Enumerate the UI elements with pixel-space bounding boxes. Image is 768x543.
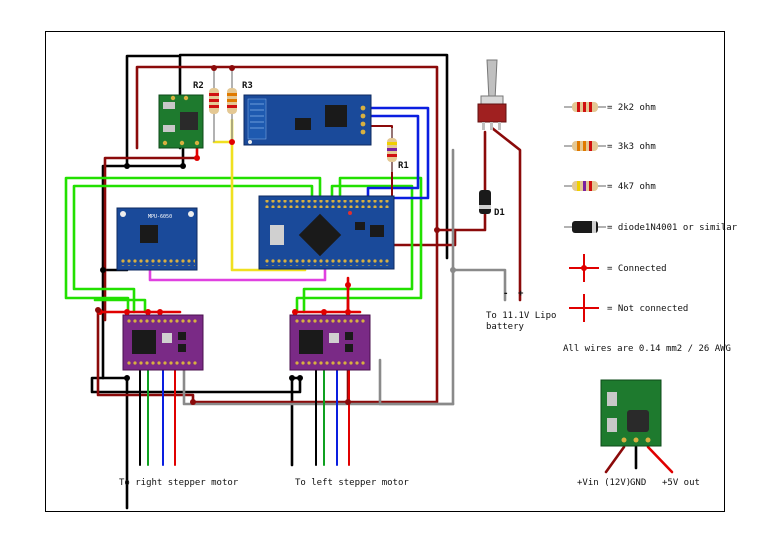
label-battery-plus: + (518, 289, 524, 299)
legend-text-not-connected: = Not connected (607, 304, 688, 314)
label-gnd: GND (630, 478, 646, 488)
label-battery-line1: To 11.1V Lipo (486, 311, 556, 321)
stepper-driver-left (122, 314, 204, 371)
wire-gray-bottom (182, 366, 455, 406)
resistor-r1 (387, 128, 397, 172)
wire-darkred-top (135, 65, 439, 404)
junction-dot (229, 65, 235, 71)
wire-gray-battery (451, 268, 507, 302)
label-r3: R3 (242, 81, 253, 91)
label-left-motor: To left stepper motor (295, 478, 409, 488)
wire-black-top-loop (178, 53, 449, 260)
wire-red-vreg-out (646, 445, 674, 474)
legend-resistor-4k7 (564, 181, 606, 191)
regulator-5v-module (600, 379, 662, 447)
arduino-pro-mini (258, 195, 395, 270)
wire-green-inner-left (72, 184, 314, 314)
wire-darkred-switch (490, 126, 522, 302)
label-vin: +Vin (12V) (577, 478, 631, 488)
legend-resistor-3k3 (564, 141, 606, 151)
mpu-board-label: MPU-6050 (148, 214, 172, 220)
mpu6050-board (116, 207, 198, 271)
label-vout: +5V out (662, 478, 700, 488)
legend-text-diode: = diode1N4001 or similar (607, 223, 738, 233)
legend-text-3k3: = 3k3 ohm (607, 142, 656, 152)
resistor-r2 (209, 68, 219, 142)
junction-dot (211, 65, 217, 71)
wire-green-outer-right (295, 176, 423, 314)
junction-dot (229, 139, 235, 145)
legend-not-connected-symbol (569, 294, 599, 322)
label-d1: D1 (494, 208, 505, 218)
connection-dots-dark (95, 227, 440, 405)
connection-dots-gray (450, 267, 456, 273)
label-right-motor: To right stepper motor (119, 478, 239, 488)
label-r1: R1 (398, 161, 409, 171)
legend-resistor-2k2 (564, 102, 606, 112)
label-battery-line2: battery (486, 322, 525, 332)
wire-green-inner-right (302, 184, 414, 314)
bluetooth-module (243, 94, 372, 146)
legend-connected-symbol (569, 254, 599, 282)
wire-darkred-left (103, 156, 199, 322)
legend-text-connected: = Connected (607, 264, 667, 274)
wire-black-bottom (90, 376, 302, 394)
wire-darkred-left-down (96, 308, 350, 404)
legend-diode (564, 221, 606, 233)
diode-d1 (479, 190, 491, 214)
wire-green-mid (93, 298, 147, 314)
wire-darkred-vreg-in (604, 445, 626, 474)
wire-blue-tx (366, 114, 420, 207)
wires (64, 53, 674, 510)
label-battery-minus: - (503, 289, 508, 299)
legend-text-4k7: = 4k7 ohm (607, 182, 656, 192)
toggle-switch (477, 59, 507, 130)
legend-wires-note: All wires are 0.14 mm2 / 26 AWG (563, 344, 731, 354)
stepper-driver-right (289, 314, 371, 371)
legend: = 2k2 ohm = 3k3 ohm = 4k7 ohm = diode1N4… (563, 102, 738, 354)
label-r2: R2 (193, 81, 204, 91)
voltage-regulator-board (158, 94, 204, 149)
legend-text-2k2: = 2k2 ohm (607, 103, 656, 113)
wire-black-top-left (125, 54, 180, 168)
connection-dots (100, 163, 303, 381)
resistor-r3 (227, 68, 237, 142)
wire-black-right-motor (290, 376, 302, 467)
